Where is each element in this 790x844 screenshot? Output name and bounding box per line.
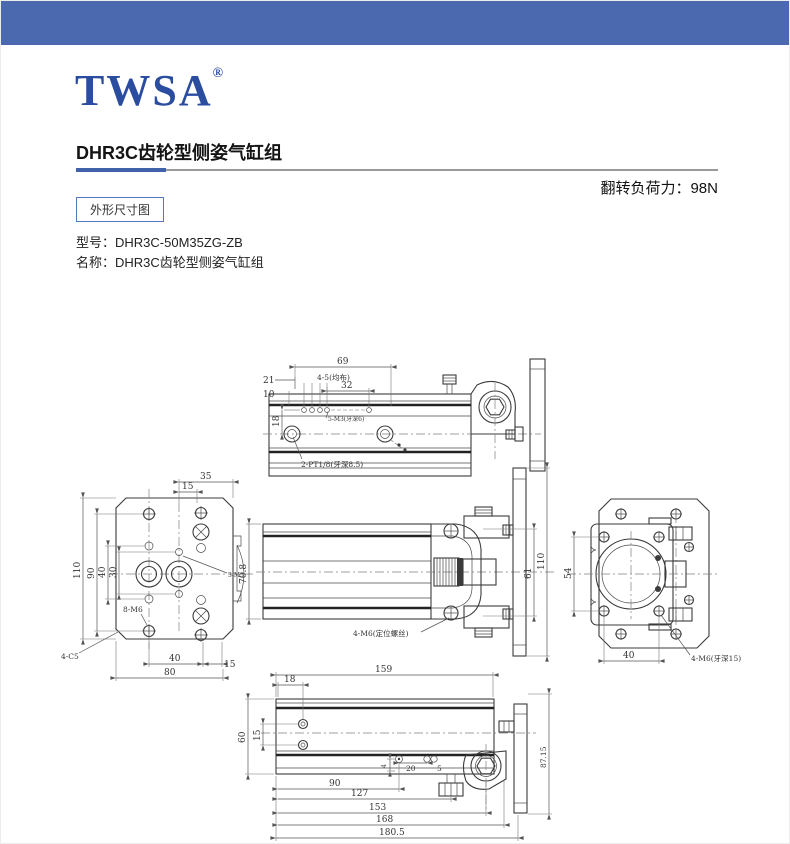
dim-80: 80 bbox=[164, 668, 176, 678]
dim-87-15: 87.15 bbox=[539, 746, 548, 768]
title-divider bbox=[76, 168, 718, 172]
dim-40-bottom: 40 bbox=[169, 654, 181, 664]
section-badge: 外形尺寸图 bbox=[76, 197, 164, 222]
dim-32: 32 bbox=[341, 381, 352, 391]
dim-15-bottomview: 15 bbox=[253, 729, 263, 741]
label-port: 2-PT1/8(牙深8.5) bbox=[301, 460, 363, 469]
dim-10: 10 bbox=[263, 390, 275, 400]
load-capacity-label: 翻转负荷力：98N bbox=[600, 180, 718, 197]
dim-110-front: 110 bbox=[73, 562, 83, 579]
product-name-line: 名称：DHR3C齿轮型侧姿气缸组 bbox=[76, 255, 264, 270]
dim-35: 35 bbox=[200, 472, 212, 482]
dimension-drawing: 69 21 10 4-5(均布) 32 18 5-M3(牙深6) 2-PT1/8… bbox=[61, 357, 741, 841]
label-8m6: 8-M6 bbox=[123, 605, 143, 614]
dim-54: 54 bbox=[564, 567, 574, 579]
side-view: 70.8 61 110 4-M6(定位螺丝) bbox=[239, 462, 556, 662]
dim-20: 20 bbox=[406, 764, 416, 773]
model-number-line: 型号：DHR3C-50M35ZG-ZB bbox=[76, 235, 243, 250]
front-view: 35 15 110 90 40 30 40 15 80 bbox=[61, 472, 253, 681]
dim-159: 159 bbox=[375, 665, 392, 675]
brand-logo: TWSA® bbox=[75, 67, 223, 113]
page-title: DHR3C齿轮型侧姿气缸组 bbox=[76, 143, 283, 163]
dim-40-rear: 40 bbox=[623, 651, 635, 661]
dim-15-bottom: 15 bbox=[224, 660, 236, 670]
dim-60: 60 bbox=[238, 731, 248, 743]
dim-127: 127 bbox=[351, 789, 368, 799]
registered-mark: ® bbox=[212, 66, 224, 81]
dim-18: 18 bbox=[272, 415, 282, 427]
dim-4: 4 bbox=[381, 764, 388, 768]
dim-40-left: 40 bbox=[98, 566, 108, 578]
label-3m5: 3-M5 bbox=[228, 572, 244, 579]
dim-15-top: 15 bbox=[182, 482, 194, 492]
header-bar bbox=[1, 1, 789, 45]
dim-90-bottom: 90 bbox=[329, 779, 341, 789]
label-holes: 4-5(均布) bbox=[317, 372, 350, 382]
brand-logo-text: TWSA bbox=[75, 66, 213, 115]
label-thread-5m3: 5-M3(牙深6) bbox=[328, 415, 364, 423]
label-4m6-depth15: 4-M6(牙深15) bbox=[691, 654, 741, 663]
dim-18-bottom: 18 bbox=[284, 675, 296, 685]
dim-90: 90 bbox=[87, 567, 97, 579]
top-view: 69 21 10 4-5(均布) 32 18 5-M3(牙深6) 2-PT1/8… bbox=[263, 357, 546, 477]
dim-5: 5 bbox=[437, 764, 442, 773]
dim-61: 61 bbox=[524, 568, 534, 579]
dim-30: 30 bbox=[109, 566, 119, 578]
label-locating-screw: 4-M6(定位螺丝) bbox=[353, 628, 409, 638]
dim-69: 69 bbox=[337, 357, 349, 367]
title-divider-accent bbox=[76, 168, 166, 172]
rear-view: 54 40 4-M6(牙深15) bbox=[564, 498, 741, 664]
dim-168: 168 bbox=[376, 815, 393, 825]
dim-110-side: 110 bbox=[537, 553, 547, 570]
dim-21: 21 bbox=[263, 376, 274, 386]
dim-180-5: 180.5 bbox=[379, 828, 405, 838]
dim-70-8: 70.8 bbox=[239, 564, 249, 584]
dim-153: 153 bbox=[369, 803, 386, 813]
bottom-view: 159 18 60 15 4 20 5 90 127 bbox=[238, 665, 552, 841]
label-4c5: 4-C5 bbox=[61, 652, 79, 661]
